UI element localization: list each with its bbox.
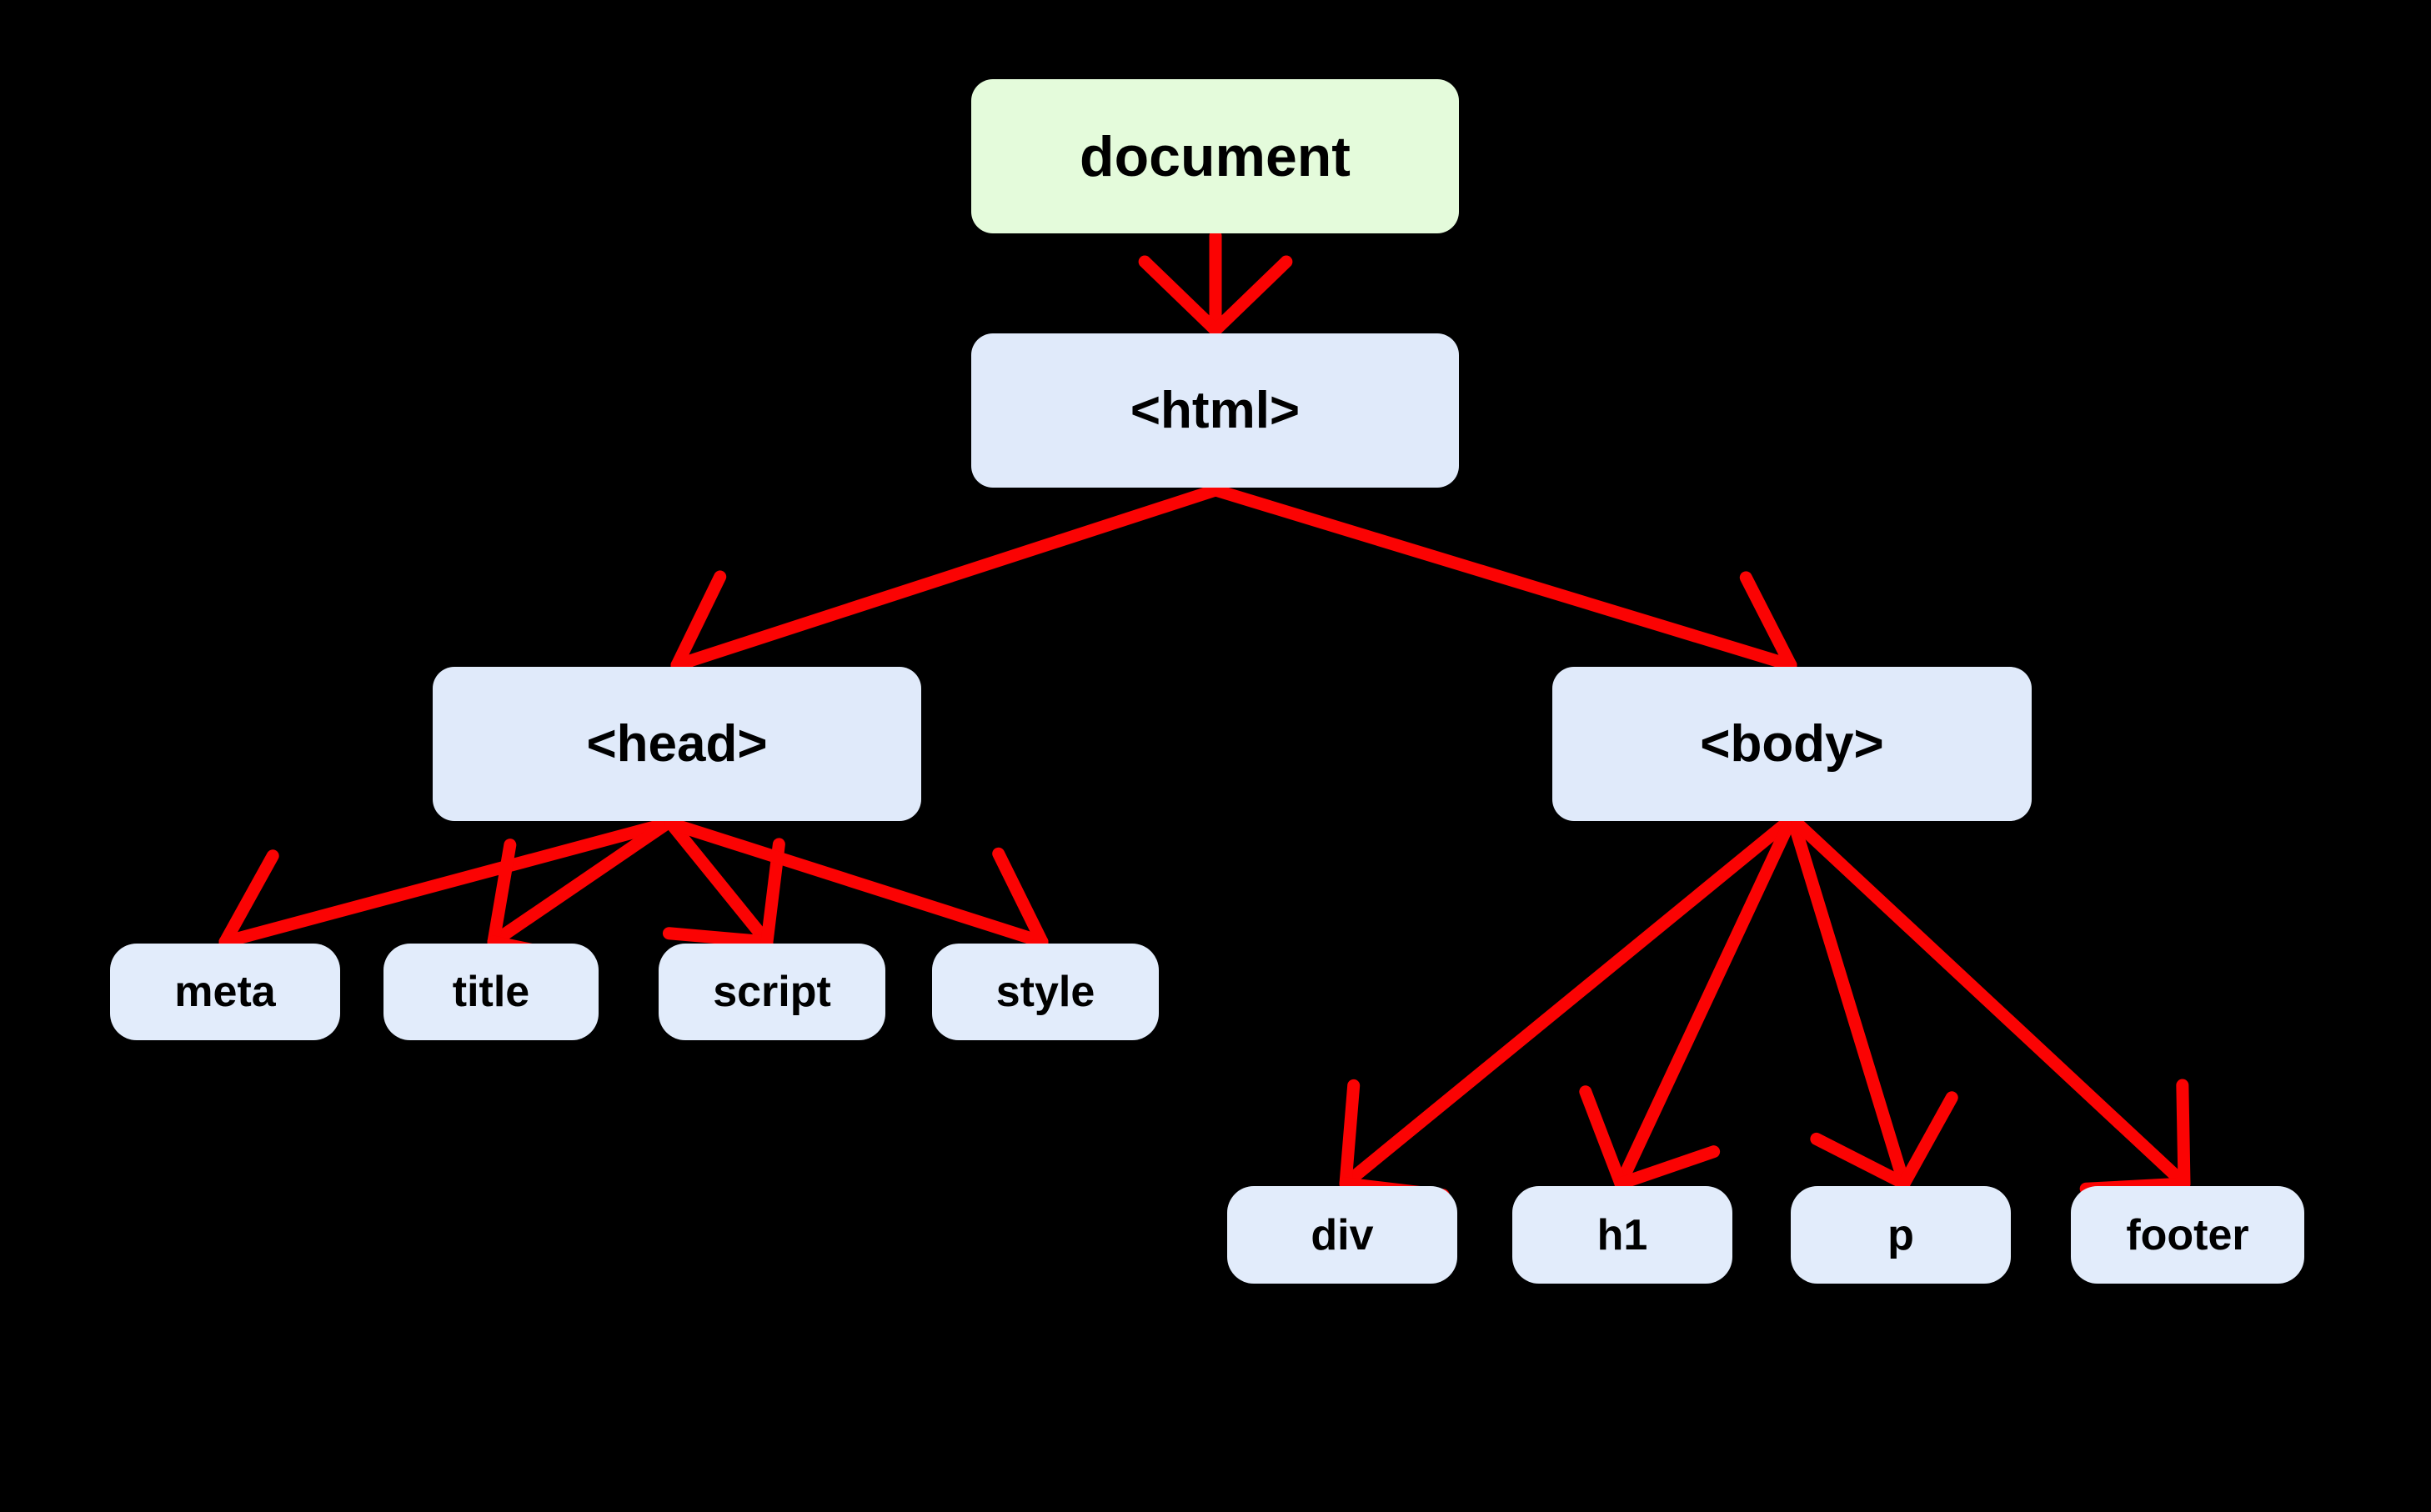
node-document-label: document xyxy=(1080,124,1351,188)
edge-body-to-h1 xyxy=(1579,817,1796,1190)
edge-body-to-div xyxy=(1339,817,1792,1202)
node-style-label: style xyxy=(995,968,1095,1016)
node-script[interactable]: script xyxy=(659,944,885,1040)
node-script-label: script xyxy=(713,968,831,1016)
node-style[interactable]: style xyxy=(932,944,1159,1040)
node-div[interactable]: div xyxy=(1227,1186,1457,1284)
node-body-label: <body> xyxy=(1700,714,1884,773)
node-html[interactable]: <html> xyxy=(971,333,1459,488)
node-meta[interactable]: meta xyxy=(110,944,340,1040)
node-footer[interactable]: footer xyxy=(2071,1186,2304,1284)
node-body[interactable]: <body> xyxy=(1552,667,2032,821)
node-h1-label: h1 xyxy=(1596,1210,1648,1259)
node-meta-label: meta xyxy=(174,968,276,1016)
node-footer-label: footer xyxy=(2126,1210,2249,1259)
edge-body-to-p xyxy=(1787,817,1958,1190)
node-div-label: div xyxy=(1311,1210,1374,1259)
node-p[interactable]: p xyxy=(1791,1186,2011,1284)
node-html-label: <html> xyxy=(1130,381,1301,439)
node-title-label: title xyxy=(452,968,530,1016)
node-title[interactable]: title xyxy=(383,944,599,1040)
node-head-label: <head> xyxy=(586,714,768,773)
node-document[interactable]: document xyxy=(971,79,1459,233)
node-p-label: p xyxy=(1887,1210,1914,1259)
node-h1[interactable]: h1 xyxy=(1512,1186,1732,1284)
edge-document-to-html xyxy=(1138,229,1293,337)
node-head[interactable]: <head> xyxy=(433,667,921,821)
